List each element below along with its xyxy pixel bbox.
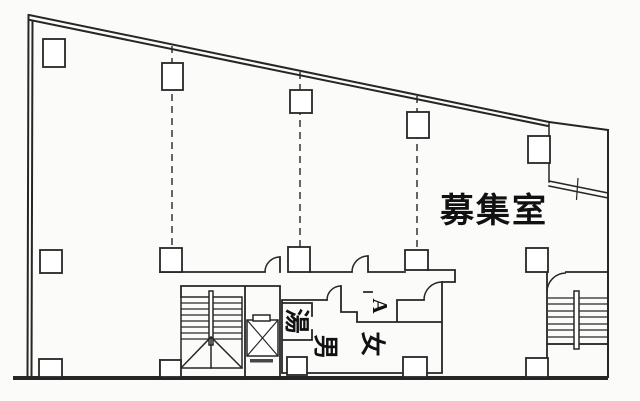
column-icon: [161, 62, 184, 91]
column-icon: [406, 111, 430, 139]
column-icon: [38, 358, 63, 378]
column-icon: [527, 135, 551, 164]
door-swing-arc-icon-3: [326, 285, 342, 301]
door-swing-arc-icon-5: [546, 272, 567, 293]
column-icon: [525, 247, 549, 273]
column-icon: [402, 356, 428, 378]
label-mens-room: 男: [311, 334, 338, 359]
right-staircase-icon: [548, 290, 607, 350]
door-swing-arc-icon-2: [351, 255, 369, 273]
notch-walls: [548, 121, 609, 199]
left-staircase-icon: [179, 290, 244, 370]
stair-elevator-walls: [159, 285, 281, 378]
label-vacant-room: 募集室: [439, 191, 548, 230]
label-hot-water-room: 湯: [282, 308, 310, 333]
elevator-icon: [246, 314, 279, 363]
column-icon: [287, 246, 311, 273]
column-icon: [159, 247, 183, 273]
column-icon: [404, 249, 429, 271]
stair-center-rail: [573, 290, 580, 350]
column-icon: [39, 249, 63, 274]
column-icon: [159, 359, 182, 378]
rooftop-notch-room: [548, 121, 609, 201]
elevator-door-notch: [252, 314, 271, 322]
building-outline: [13, 13, 610, 380]
core-top-wall: [159, 255, 456, 283]
column-icon: [42, 38, 66, 68]
top-wall: [27, 13, 610, 132]
door-swing-arc-icon-4: [423, 281, 443, 301]
door-swing-arc-icon-1: [264, 256, 281, 273]
door-arcs: [264, 255, 567, 301]
left-wall: [26, 13, 34, 379]
column-icon: [289, 89, 313, 114]
label-room-a: A: [368, 298, 392, 314]
stair-direction-triangle: [179, 335, 244, 370]
column-icon: [286, 356, 308, 376]
bottom-wall: [13, 376, 608, 380]
wall-tick-mark: [575, 177, 579, 201]
structural-columns: [38, 38, 551, 378]
label-womens-room: 女: [358, 331, 387, 356]
room-labels: 募集室 湯 男 女 A: [282, 191, 548, 360]
column-grid-lines: [171, 46, 418, 252]
elevator-sill-bar: [250, 359, 273, 363]
washroom-walls: [281, 281, 443, 374]
column-icon: [525, 357, 549, 378]
elevator-x-mark: [246, 319, 279, 357]
